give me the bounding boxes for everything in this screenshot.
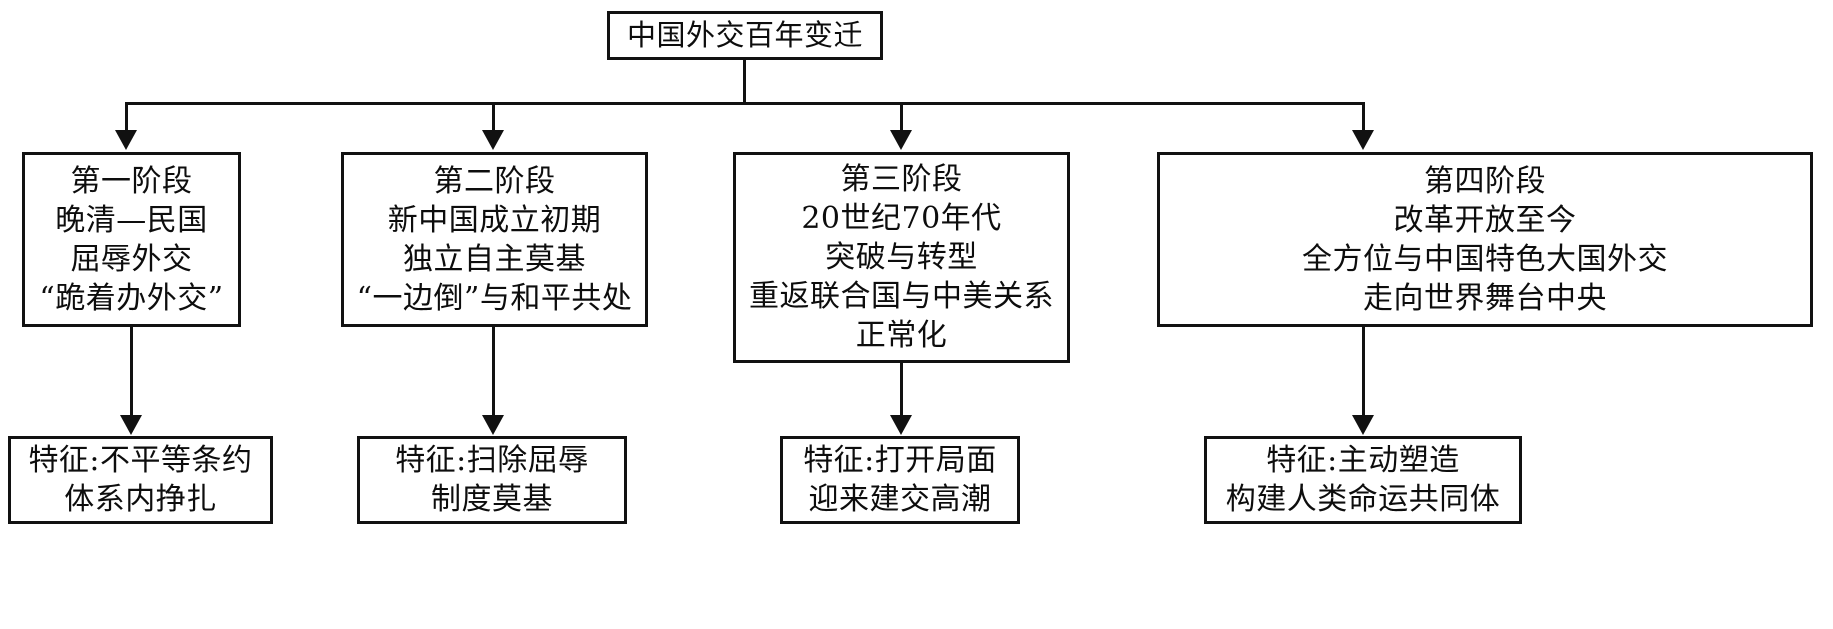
drop-connector-stage-2 — [492, 102, 495, 134]
arrow-head-feature-4 — [1352, 415, 1374, 435]
feature-box-1: 特征:不平等条约 体系内挣扎 — [8, 436, 273, 524]
stage-1-line-2: 晚清—民国 — [55, 202, 208, 238]
stage-3-line-3: 突破与转型 — [825, 240, 978, 275]
arrow-head-feature-3 — [890, 415, 912, 435]
feature-box-4: 特征:主动塑造 构建人类命运共同体 — [1204, 436, 1522, 524]
stage-2-line-1: 第二阶段 — [433, 163, 556, 199]
stage-box-2: 第二阶段 新中国成立初期 独立自主莫基 “一边倒”与和平共处 — [341, 152, 648, 327]
stage-1-line-4: “跪着办外交” — [39, 280, 224, 316]
arrow-head-stage-2 — [482, 130, 504, 150]
trunk-connector — [743, 60, 746, 104]
title-line-1: 中国外交百年变迁 — [626, 17, 863, 52]
drop-connector-stage-3 — [900, 102, 903, 134]
distribution-bus — [125, 102, 1365, 105]
feature-3-line-1: 特征:打开局面 — [803, 443, 997, 478]
arrow-head-stage-4 — [1352, 130, 1374, 150]
feature-box-2: 特征:扫除屈辱 制度莫基 — [357, 436, 627, 524]
feature-2-line-2: 制度莫基 — [431, 482, 553, 517]
stage-1-line-3: 屈辱外交 — [70, 241, 193, 277]
stage-3-line-2: 20世纪70年代 — [801, 201, 1002, 236]
arrow-head-feature-2 — [482, 415, 504, 435]
feature-4-line-1: 特征:主动塑造 — [1266, 443, 1460, 478]
stage-4-line-1: 第四阶段 — [1424, 163, 1546, 199]
stage-3-line-5: 正常化 — [855, 318, 948, 353]
arrow-head-stage-3 — [890, 130, 912, 150]
feature-2-line-1: 特征:扫除屈辱 — [395, 443, 589, 478]
feature-4-line-2: 构建人类命运共同体 — [1225, 482, 1501, 517]
feature-1-line-1: 特征:不平等条约 — [28, 443, 253, 478]
arrow-head-feature-1 — [120, 415, 142, 435]
stage-1-to-feature-connector — [130, 327, 133, 421]
feature-box-3: 特征:打开局面 迎来建交高潮 — [780, 436, 1020, 524]
stage-4-to-feature-connector — [1362, 327, 1365, 421]
stage-2-to-feature-connector — [492, 327, 495, 421]
drop-connector-stage-4 — [1362, 102, 1365, 134]
stage-4-line-4: 走向世界舞台中央 — [1363, 280, 1607, 316]
drop-connector-stage-1 — [125, 102, 128, 134]
stage-3-line-4: 重返联合国与中美关系 — [749, 279, 1054, 314]
stage-box-1: 第一阶段 晚清—民国 屈辱外交 “跪着办外交” — [22, 152, 241, 327]
stage-4-line-3: 全方位与中国特色大国外交 — [1302, 241, 1668, 277]
stage-3-line-1: 第三阶段 — [840, 162, 963, 197]
arrow-head-stage-1 — [115, 130, 137, 150]
stage-box-4: 第四阶段 改革开放至今 全方位与中国特色大国外交 走向世界舞台中央 — [1157, 152, 1813, 327]
stage-2-line-3: 独立自主莫基 — [403, 241, 586, 277]
stage-2-line-2: 新中国成立初期 — [387, 202, 602, 238]
stage-1-line-1: 第一阶段 — [70, 163, 193, 199]
stage-4-line-2: 改革开放至今 — [1393, 202, 1577, 238]
feature-1-line-2: 体系内挣扎 — [64, 482, 217, 517]
feature-3-line-2: 迎来建交高潮 — [808, 482, 992, 517]
stage-3-to-feature-connector — [900, 363, 903, 421]
title-box: 中国外交百年变迁 — [607, 11, 883, 60]
stage-box-3: 第三阶段 20世纪70年代 突破与转型 重返联合国与中美关系 正常化 — [733, 152, 1070, 363]
stage-2-line-4: “一边倒”与和平共处 — [356, 280, 633, 316]
